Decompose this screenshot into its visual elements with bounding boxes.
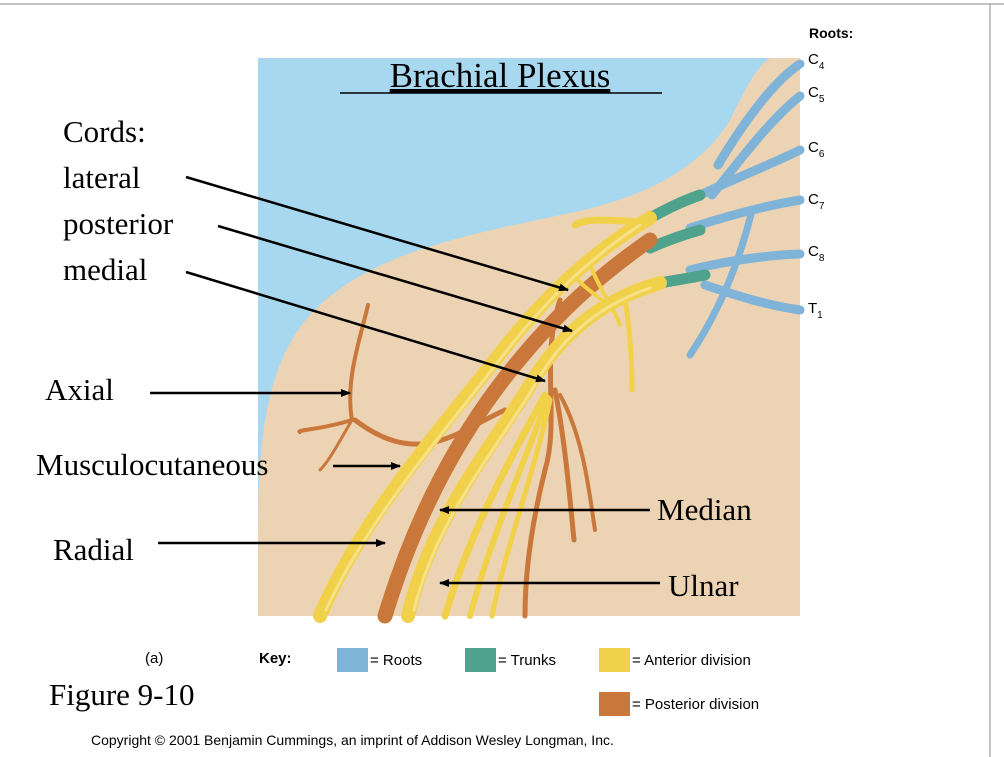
key-swatch-trunks	[465, 648, 496, 672]
key-swatch-posterior	[599, 692, 630, 716]
root-label-subscript: 4	[819, 61, 825, 72]
root-label-subscript: 1	[817, 310, 823, 321]
root-label-letter: C	[808, 191, 819, 208]
key-label-posterior: = Posterior division	[632, 696, 759, 713]
copyright-text: Copyright © 2001 Benjamin Cummings, an i…	[91, 732, 614, 748]
root-label-t1: T1	[808, 300, 823, 321]
nerve-label-musculocutaneous: Musculocutaneous	[36, 447, 268, 482]
cords-heading: Cords:	[63, 114, 146, 149]
cord-label-medial: medial	[63, 252, 147, 287]
page-title: Brachial Plexus	[390, 56, 611, 95]
key-swatch-anterior	[599, 648, 630, 672]
key-label-anterior: = Anterior division	[632, 652, 751, 669]
root-label-letter: C	[808, 84, 819, 101]
root-label-letter: C	[808, 243, 819, 260]
panel-label: (a)	[145, 650, 163, 667]
key-legend: (a) Key: = Roots = Trunks = Anterior div…	[145, 648, 759, 716]
key-label-trunks: = Trunks	[498, 652, 556, 669]
nerve-label-ulnar: Ulnar	[668, 568, 739, 603]
root-label-subscript: 5	[819, 94, 825, 105]
figure-label: Figure 9-10	[49, 677, 195, 712]
nerve-label-axial: Axial	[45, 372, 114, 407]
roots-heading: Roots:	[809, 25, 853, 41]
root-label-c6: C6	[808, 139, 825, 160]
cord-label-posterior: posterior	[63, 206, 174, 241]
nerve-label-median: Median	[657, 492, 752, 527]
root-label-c5: C5	[808, 84, 825, 105]
illustration	[258, 58, 800, 616]
key-label-roots: = Roots	[370, 652, 422, 669]
root-label-subscript: 6	[819, 149, 825, 160]
root-label-c7: C7	[808, 191, 825, 212]
root-label-letter: C	[808, 51, 819, 68]
root-label-letter: C	[808, 139, 819, 156]
root-label-subscript: 8	[819, 253, 825, 264]
nerve-label-radial: Radial	[53, 532, 134, 567]
key-swatch-roots	[337, 648, 368, 672]
root-label-subscript: 7	[819, 201, 825, 212]
root-label-letter: T	[808, 300, 817, 317]
root-label-c4: C4	[808, 51, 825, 72]
root-label-c8: C8	[808, 243, 825, 264]
key-heading: Key:	[259, 650, 292, 667]
cord-label-lateral: lateral	[63, 160, 140, 195]
